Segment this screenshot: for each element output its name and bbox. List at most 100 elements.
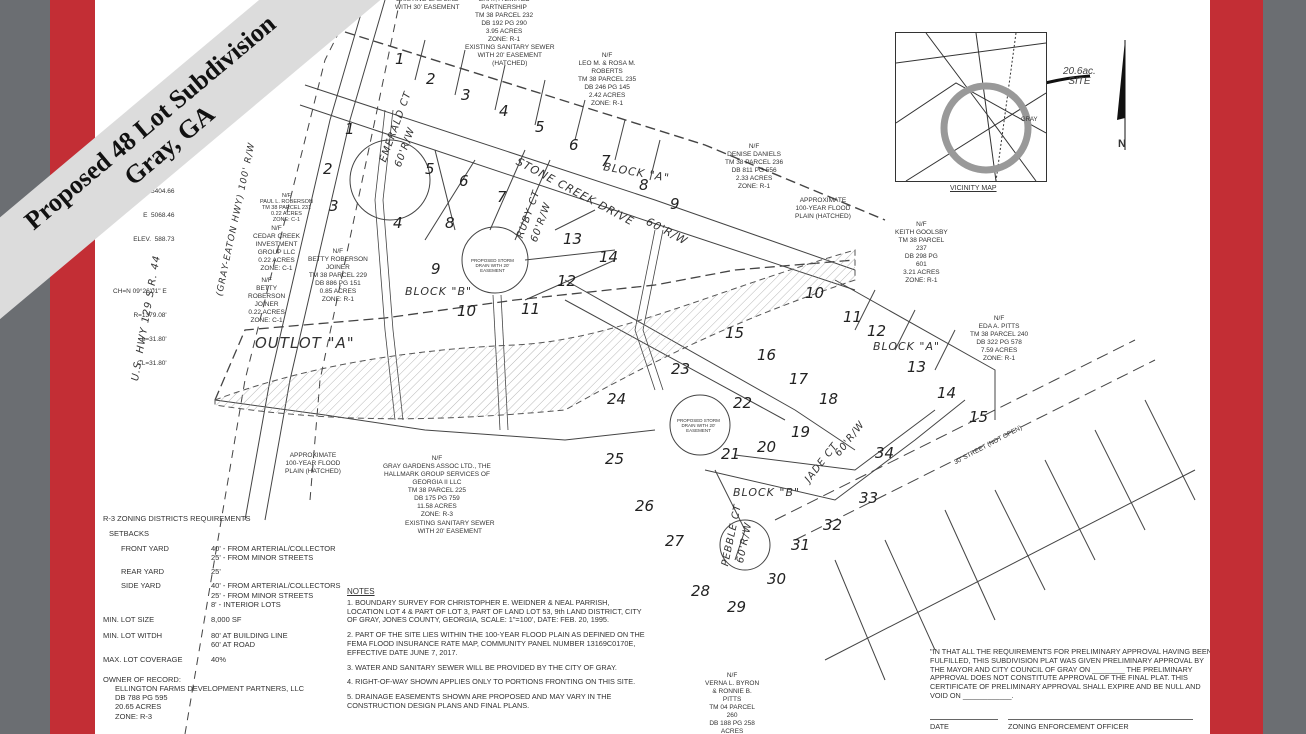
setback-values: 25' bbox=[211, 567, 221, 576]
notes-block: NOTES 1. BOUNDARY SURVEY FOR CHRISTOPHER… bbox=[347, 587, 647, 717]
lot-number: 34 bbox=[875, 444, 895, 462]
lot-number: 5 bbox=[535, 118, 545, 136]
site-plan-linework bbox=[184, 0, 1196, 734]
curve-data: CH=N 09°26'01" E R=1379.08' L=31.80' CL=… bbox=[113, 272, 167, 384]
owner-label: OWNER OF RECORD: bbox=[103, 674, 181, 684]
north-label: N bbox=[1118, 138, 1126, 150]
lot-number: 29 bbox=[727, 598, 747, 616]
storm-easement-note-2: PROPOSED STORM DRAIN WITH 20' EASEMENT bbox=[677, 418, 720, 433]
min-lot-width-label: MIN. LOT WITDH bbox=[103, 630, 163, 640]
min-lot-size-label: MIN. LOT SIZE bbox=[103, 615, 155, 625]
zoning-title: R-3 ZONING DISTRICTS REQUIREMENTS bbox=[103, 514, 251, 523]
lot-number: 12 bbox=[867, 322, 887, 340]
lot-number: 9 bbox=[431, 260, 441, 278]
parcel-goolsby: N/F KEITH GOOLSBY TM 38 PARCEL 237 DB 29… bbox=[895, 221, 948, 284]
lot-number: 1 bbox=[345, 120, 355, 138]
notes-title: NOTES bbox=[347, 587, 375, 596]
lot-number: 30 bbox=[767, 570, 787, 588]
flood-note-south: APPROXIMATE 100-YEAR FLOOD PLAIN (HATCHE… bbox=[285, 452, 341, 475]
benchmark-easting: E 5068.46 bbox=[143, 212, 175, 219]
lot-number: 27 bbox=[665, 532, 685, 550]
storm-easement-note-1: PROPOSED STORM DRAIN WITH 20' EASEMENT bbox=[471, 258, 514, 273]
vicinity-map-drawing: GRAY bbox=[896, 33, 1046, 181]
zoning-requirements: R-3 ZONING DISTRICTS REQUIREMENTS SETBAC… bbox=[103, 514, 353, 721]
lot-number: 26 bbox=[635, 497, 655, 515]
flood-note-north: APPROXIMATE 100-YEAR FLOOD PLAIN (HATCHE… bbox=[795, 197, 851, 220]
lot-number: 25 bbox=[605, 450, 625, 468]
setback-value: 25' - FROM MINOR STREETS bbox=[211, 552, 314, 562]
lot-number: 11 bbox=[521, 300, 541, 318]
note-4: 4. RIGHT-OF-WAY SHOWN APPLIES ONLY TO PO… bbox=[347, 677, 636, 687]
right-gray-border bbox=[1263, 0, 1306, 734]
lot-number: 20 bbox=[757, 438, 777, 456]
vicinity-map-title: VICINITY MAP bbox=[950, 185, 997, 192]
lot-number: 4 bbox=[499, 102, 509, 120]
setback-value: 40' - FROM ARTERIAL/COLLECTOR bbox=[211, 543, 336, 553]
parcel-byron-pitts: N/F VERNA L. BYRON & RONNIE B. PITTS TM … bbox=[705, 672, 760, 734]
lot-number: 1 bbox=[395, 50, 405, 68]
sewer-note-south: EXISTING SANITARY SEWER WITH 20' EASEMEN… bbox=[405, 520, 495, 535]
svg-text:GRAY: GRAY bbox=[1021, 117, 1038, 123]
parcel-daniels: N/F DENISE DANIELS TM 38 PARCEL 236 DB 8… bbox=[725, 143, 784, 190]
gas-line-note: EXISTING GAS LINE WITH 30' EASEMENT bbox=[395, 0, 460, 11]
lot-number: 32 bbox=[823, 516, 843, 534]
lot-number: 18 bbox=[819, 390, 839, 408]
approval-certificate: "IN THAT ALL THE REQUIREMENTS FOR PRELIM… bbox=[930, 647, 1210, 732]
lot-number: 6 bbox=[459, 172, 469, 190]
parcel-joiner-small: N/F BETTY ROBERSON JOINER 0.22 ACRES ZON… bbox=[248, 277, 286, 324]
lot-number: 19 bbox=[791, 423, 811, 441]
setback-value: 40' - FROM ARTERIAL/COLLECTORS bbox=[211, 581, 341, 591]
lot-number: 21 bbox=[721, 445, 741, 463]
curve-radius: R=1379.08' bbox=[133, 312, 167, 319]
block-a-label-east: BLOCK "A" bbox=[873, 340, 941, 353]
north-arrow-icon bbox=[1117, 40, 1126, 150]
parcel-joiner-229: N/F BETTY ROBERSON JOINER TM 38 PARCEL 2… bbox=[308, 248, 368, 303]
setbacks-label: SETBACKS bbox=[109, 529, 150, 539]
lot-number: 13 bbox=[563, 230, 583, 248]
benchmark-elevation: ELEV. 588.73 bbox=[133, 236, 175, 243]
setback-value: 25' bbox=[211, 567, 221, 577]
lot-number: 6 bbox=[569, 136, 579, 154]
parcel-roberts: N/F LEO M. & ROSA M. ROBERTS TM 38 PARCE… bbox=[578, 52, 637, 107]
plat-sheet: GRAY VICINITY MAP 20.6ac. SITE N BENCHMA… bbox=[95, 0, 1210, 734]
date-signature-line: DATE bbox=[930, 718, 998, 732]
site-label: 20.6ac. SITE bbox=[1063, 67, 1096, 87]
curve-length: L=31.80' bbox=[141, 336, 167, 343]
site-text: SITE bbox=[1068, 76, 1091, 87]
lot-number: 7 bbox=[601, 152, 611, 170]
lot-number: 8 bbox=[639, 176, 649, 194]
note-5: 5. DRAINAGE EASEMENTS SHOWN ARE PROPOSED… bbox=[347, 692, 612, 710]
min-lot-size-value: 8,000 SF bbox=[211, 615, 242, 625]
parcel-eda-pitts: N/F EDA A. PITTS TM 38 PARCEL 240 DB 322… bbox=[970, 315, 1029, 362]
lot-number: 16 bbox=[757, 346, 777, 364]
lot-number: 28 bbox=[691, 582, 711, 600]
max-coverage-value: 40% bbox=[211, 655, 227, 665]
lot-number: 2 bbox=[426, 70, 436, 88]
owner-name: ELLINGTON FARMS DEVELOPMENT PARTNERS, LL… bbox=[115, 683, 305, 693]
outlot-a-label: OUTLOT "A" bbox=[255, 334, 355, 352]
lot-number: 10 bbox=[457, 302, 477, 320]
min-lot-width-road: 60' AT ROAD bbox=[211, 639, 256, 649]
lot-number: 4 bbox=[393, 214, 403, 232]
owner-acres: 20.65 ACRES bbox=[115, 702, 162, 712]
left-gray-border bbox=[0, 0, 50, 734]
lot-number: 7 bbox=[497, 188, 507, 206]
min-lot-width-building: 80' AT BUILDING LINE bbox=[211, 630, 288, 640]
site-acreage: 20.6ac. bbox=[1063, 66, 1096, 77]
left-red-border bbox=[50, 0, 95, 734]
lot-number: 8 bbox=[445, 214, 455, 232]
lot-number: 33 bbox=[859, 489, 879, 507]
lot-number: 9 bbox=[670, 195, 680, 213]
block-b-label-south: BLOCK "B" bbox=[733, 486, 801, 499]
lot-number: 13 bbox=[907, 358, 927, 376]
note-2: 2. PART OF THE SITE LIES WITHIN THE 100-… bbox=[347, 630, 645, 657]
lot-number: 17 bbox=[789, 370, 809, 388]
vicinity-map: GRAY bbox=[895, 32, 1047, 182]
setback-value: 25' - FROM MINOR STREETS bbox=[211, 590, 314, 600]
right-red-border bbox=[1210, 0, 1263, 734]
